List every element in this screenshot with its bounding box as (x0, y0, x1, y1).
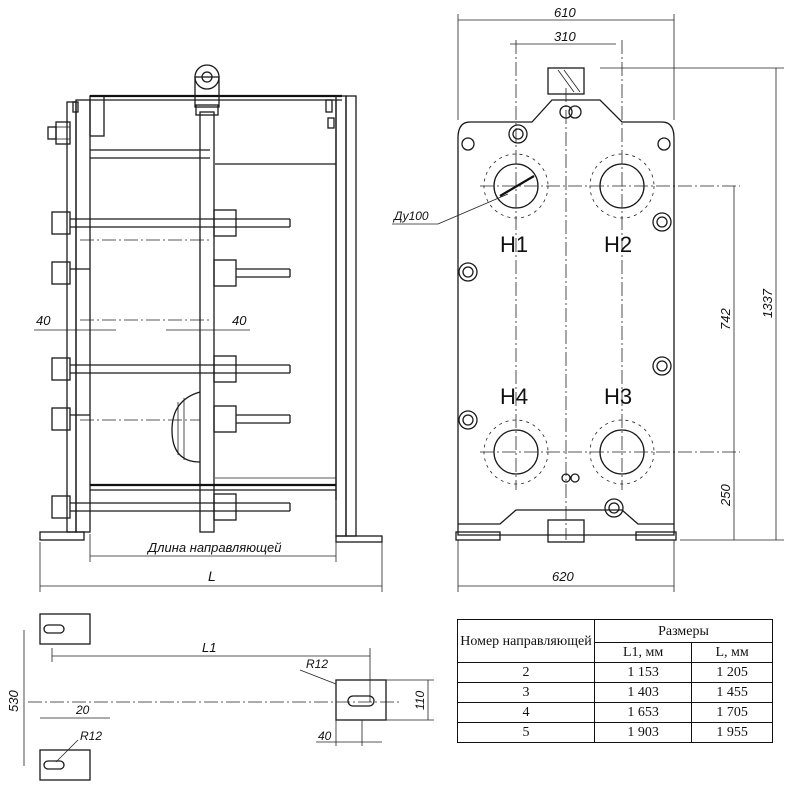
nozzle-profile (171, 391, 201, 463)
dim-width-top: 610 (554, 5, 576, 20)
table-header-guide-number: Номер направляющей (457, 619, 595, 663)
tie-bolt-3 (51, 355, 291, 383)
foot-detail: L1 530 R12 110 40 20 R12 (6, 613, 434, 781)
radius-bottom: R12 (80, 729, 102, 743)
support-column (335, 95, 347, 537)
tie-bolt-2 (51, 259, 291, 287)
table-cell: 2 (457, 662, 595, 683)
dim-height-total: 1337 (760, 288, 775, 318)
tie-bolt-1 (51, 209, 291, 237)
foot-left (39, 531, 85, 541)
table-cell: 1 653 (593, 702, 693, 723)
dim-right-40: 40 (232, 313, 247, 328)
foot-right-detail (335, 679, 387, 721)
frame-plate-outline (457, 99, 675, 536)
dim-width-bottom: 620 (552, 569, 574, 584)
foot-right (335, 535, 383, 543)
table-cell: 1 153 (593, 662, 693, 683)
top-bracket (89, 95, 105, 137)
dim-110: 110 (413, 691, 427, 710)
table-cell: 3 (457, 682, 595, 703)
foot-bottom (39, 749, 91, 781)
front-view: H1 H2 H4 H3 Ду100 610 310 620 1337 742 2… (392, 5, 784, 592)
dim-20: 20 (75, 703, 90, 717)
radius-top: R12 (306, 657, 328, 671)
dim-bottom-port: 250 (718, 484, 733, 507)
foot-top (39, 613, 91, 645)
nozzle-label: Ду100 (392, 209, 429, 223)
port-label-h3: H3 (604, 384, 632, 409)
pressure-plate (199, 111, 215, 533)
dim-port-spacing: 310 (554, 29, 576, 44)
dim-L1: L1 (202, 640, 216, 655)
top-bolt-head (55, 121, 71, 145)
port-label-h2: H2 (604, 232, 632, 257)
tie-bolt-5 (51, 493, 291, 521)
table-cell: 1 205 (691, 662, 773, 683)
table-row: 3 1 403 1 455 (457, 682, 773, 703)
port-label-h4: H4 (500, 384, 528, 409)
fixed-plate (75, 99, 91, 533)
table-col-L1: L1, мм (593, 642, 693, 663)
table-row: 2 1 153 1 205 (457, 662, 773, 683)
dim-40: 40 (318, 729, 332, 743)
tie-bolt-4 (51, 405, 291, 433)
table-cell: 1 903 (593, 722, 693, 743)
table-cell: 1 455 (691, 682, 773, 703)
table-cell: 5 (457, 722, 595, 743)
table-header-sizes: Размеры (594, 619, 773, 643)
guide-length-label: Длина направляющей (146, 540, 282, 555)
port-label-h1: H1 (500, 232, 528, 257)
table-row: 4 1 653 1 705 (457, 702, 773, 723)
dim-vertical-port: 742 (718, 308, 733, 330)
top-pin (72, 101, 79, 113)
fixed-frame-left-column (66, 101, 77, 533)
overall-length-label: L (208, 568, 216, 584)
table-cell: 1 403 (593, 682, 693, 703)
dim-left-40: 40 (36, 313, 51, 328)
table-cell: 4 (457, 702, 595, 723)
table-row: 5 1 903 1 955 (457, 722, 773, 743)
dimensions-table: Номер направляющей Размеры L1, мм L, мм … (457, 619, 773, 743)
table-cell: 1 955 (691, 722, 773, 743)
table-cell: 1 705 (691, 702, 773, 723)
dim-530: 530 (6, 690, 21, 712)
table-col-L: L, мм (691, 642, 773, 663)
side-view: 40 40 Длина направляющей L (34, 64, 383, 592)
